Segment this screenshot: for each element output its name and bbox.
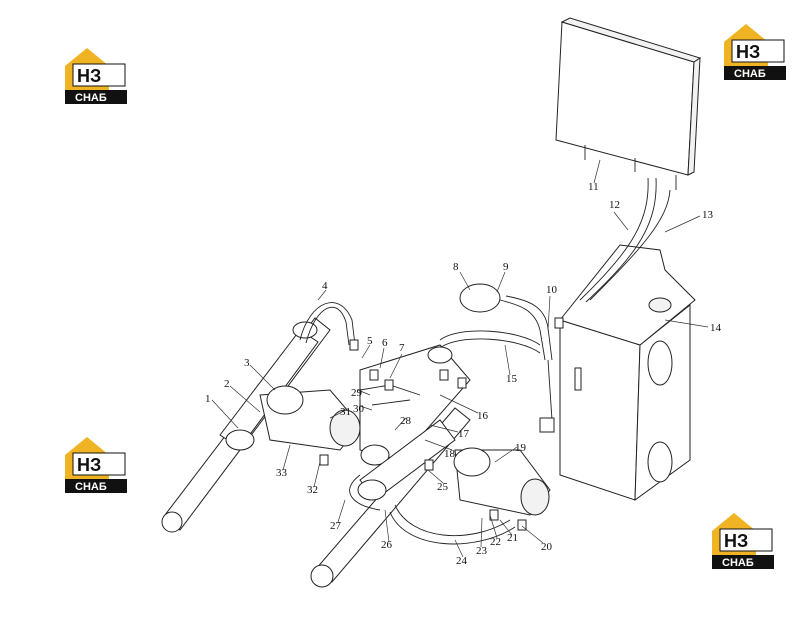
callout-25: 25 — [437, 481, 449, 493]
callout-17: 17 — [458, 428, 470, 440]
callout-9: 9 — [503, 261, 509, 273]
callout-27: 27 — [330, 520, 342, 532]
callout-8: 8 — [453, 261, 459, 273]
callout-11: 11 — [588, 181, 599, 193]
callout-23: 23 — [476, 545, 488, 557]
callout-10: 10 — [546, 284, 558, 296]
logo-mark: НЗ — [77, 66, 101, 86]
callout-26: 26 — [381, 539, 393, 551]
logo-word: СНАБ — [734, 68, 766, 80]
callout-14: 14 — [710, 322, 722, 334]
callout-31: 31 — [340, 406, 351, 418]
cooler-lines — [579, 177, 671, 303]
callout-3: 3 — [244, 357, 250, 369]
hose-bottom — [349, 474, 516, 545]
callout-12: 12 — [609, 199, 620, 211]
logo-mark: НЗ — [736, 42, 760, 62]
callout-labels: 1 2 3 4 5 6 7 8 9 10 11 12 13 14 15 16 1… — [205, 181, 722, 567]
callout-19: 19 — [515, 442, 527, 454]
left-pump — [259, 385, 361, 451]
fittings — [319, 317, 564, 531]
callout-13: 13 — [702, 209, 714, 221]
callout-21: 21 — [507, 532, 518, 544]
radiator-panel — [555, 17, 702, 190]
callout-32: 32 — [307, 484, 318, 496]
callout-28: 28 — [400, 415, 412, 427]
callout-33: 33 — [276, 467, 288, 479]
right-cylinder — [310, 407, 471, 588]
logo-top-right: НЗ СНАБ — [723, 23, 787, 81]
logo-bottom-right: НЗ СНАБ — [711, 512, 775, 570]
logo-mark: НЗ — [724, 531, 748, 551]
right-pump — [453, 447, 551, 516]
callout-7: 7 — [399, 342, 405, 354]
hose-upper-left — [299, 302, 356, 346]
callout-1: 1 — [205, 393, 211, 405]
callout-5: 5 — [367, 335, 373, 347]
callout-4: 4 — [322, 280, 328, 292]
callout-15: 15 — [506, 373, 518, 385]
filter-and-hose — [439, 283, 555, 433]
hydraulic-tank — [559, 244, 696, 502]
logo-mark: НЗ — [77, 455, 101, 475]
callout-22: 22 — [490, 536, 501, 548]
callout-2: 2 — [224, 378, 230, 390]
callout-24: 24 — [456, 555, 468, 567]
logo-word: СНАБ — [75, 92, 107, 104]
left-cylinder — [161, 317, 331, 533]
callout-6: 6 — [382, 337, 388, 349]
logo-word: СНАБ — [75, 481, 107, 493]
callout-20: 20 — [541, 541, 553, 553]
logo-word: СНАБ — [722, 557, 754, 569]
logo-mid-left: НЗ СНАБ — [64, 436, 128, 494]
logo-top-left: НЗ СНАБ — [64, 47, 128, 105]
callout-29: 29 — [351, 387, 363, 399]
callout-18: 18 — [444, 448, 456, 460]
callout-16: 16 — [477, 410, 489, 422]
leader-lines — [211, 159, 709, 558]
callout-30: 30 — [353, 403, 365, 415]
